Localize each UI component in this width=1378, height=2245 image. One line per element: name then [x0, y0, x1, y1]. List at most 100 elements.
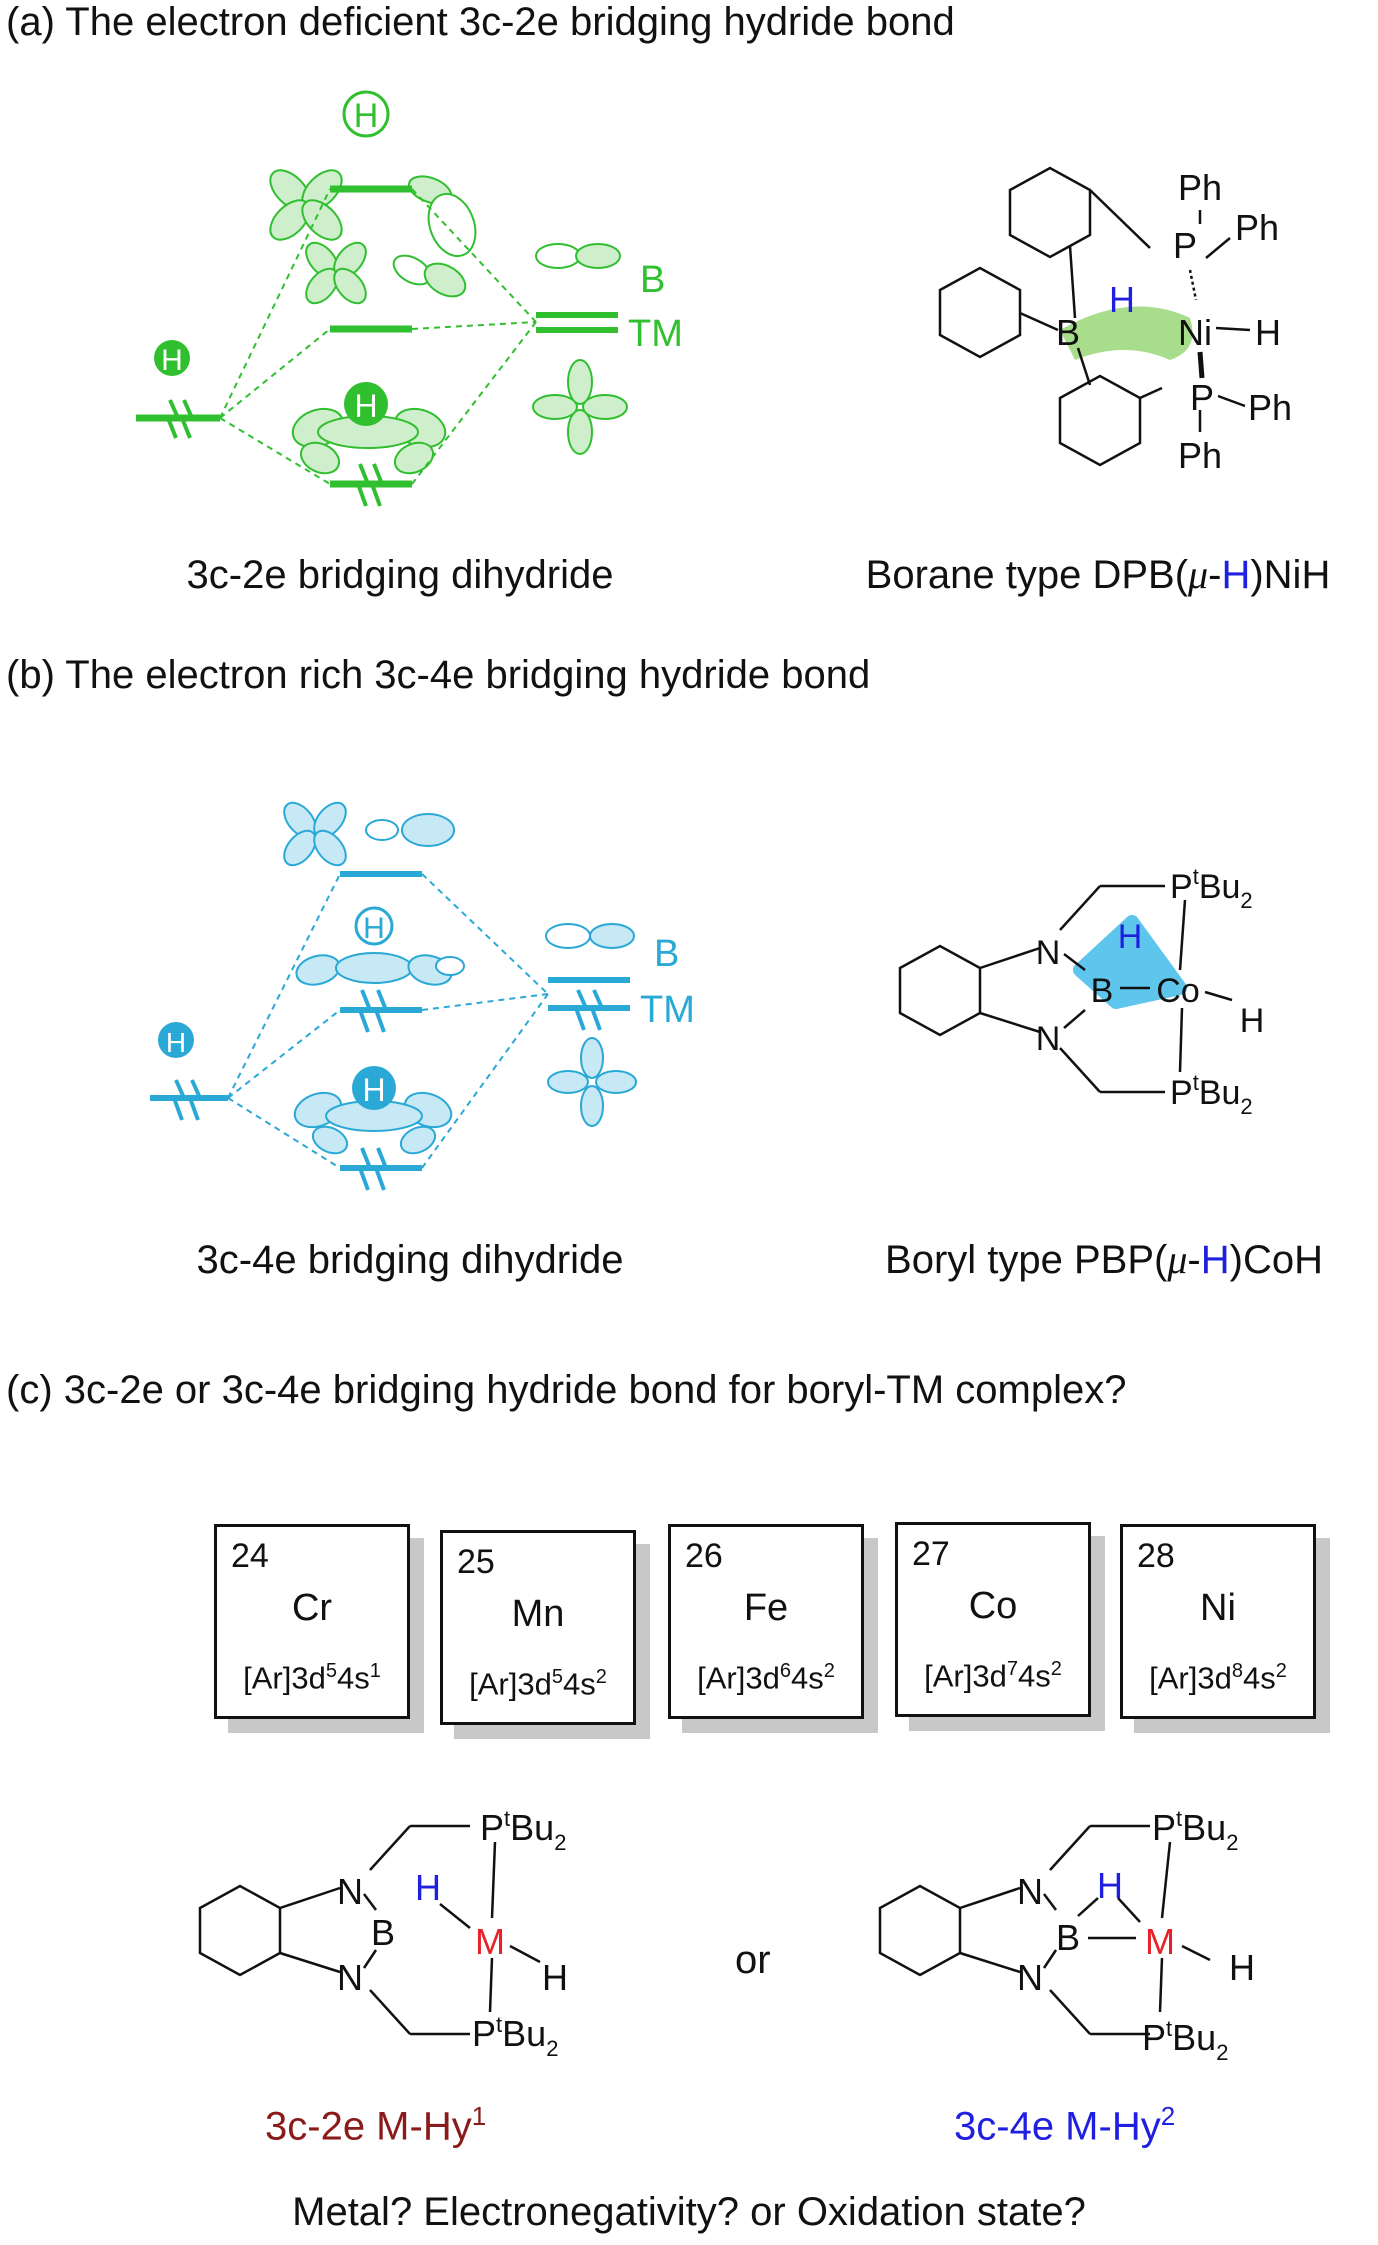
mo-label-tm-right: TM [640, 989, 695, 1031]
section-a-heading: (a) The electron deficient 3c-2e bridgin… [6, 0, 955, 44]
b-p-orbital-icon [535, 243, 621, 269]
hy2-label: 3c-4e M-Hy2 [954, 2103, 1175, 2146]
correlation-lines [219, 188, 537, 485]
atom-co: Co [1156, 972, 1199, 1010]
tm-d-orbital-icon [532, 359, 628, 455]
atom-m-hy1: M [475, 1921, 505, 1962]
phenyl-ring-top [1008, 166, 1092, 259]
electron-configuration: [Ar]3d54s1 [243, 1660, 381, 1696]
electron-configuration: [Ar]3d64s2 [697, 1660, 835, 1696]
electron-spin-up-b [357, 1147, 373, 1191]
mo-caption-3c4e: 3c-4e bridging dihydride [196, 1238, 624, 1282]
atom-h-terminal-b: H [1240, 1002, 1265, 1040]
atom-b-hy1: B [371, 1912, 395, 1953]
phenyl-ring-bottom [1058, 374, 1142, 467]
bonding-orbital-icon [291, 407, 447, 475]
electron-spin-down-nb [373, 989, 389, 1033]
element-symbol: Fe [743, 1587, 789, 1629]
atom-ph-3: Ph [1248, 387, 1292, 428]
electron-spin-down-h-b [187, 1079, 204, 1121]
hy1-structure: N N B H M H PtBu2 PtBu2 [198, 1806, 568, 2061]
section-b-heading: (b) The electron rich 3c-4e bridging hyd… [6, 653, 871, 697]
hy1-label: 3c-2e M-Hy1 [265, 2103, 486, 2146]
h-orbital-top [342, 90, 390, 138]
benzo-ring-b [898, 944, 982, 1037]
atom-ph-4: Ph [1178, 435, 1222, 476]
hy2-label-text: 3c-4e M-Hy [954, 2104, 1161, 2149]
element-symbol: Mn [511, 1593, 565, 1635]
borane-caption: Borane type DPB(μ-H)NiH [865, 552, 1331, 597]
bridge-highlight [1060, 306, 1193, 360]
borane-complex-structure: P Ph Ph B H Ni H P Ph Ph [938, 166, 1292, 476]
atom-p-bottom-hy2: PtBu2 [1142, 2016, 1228, 2065]
mo-label-h-bonding-b: H [362, 1072, 385, 1108]
element-symbol: Co [968, 1585, 1018, 1627]
atom-n-top-hy2: N [1017, 1871, 1043, 1912]
atomic-number: 26 [685, 1537, 723, 1575]
electron-spin-up-h-b [171, 1079, 188, 1121]
b-p-orbital-icon-b [545, 923, 635, 949]
atom-p-top-b: PtBu2 [1170, 864, 1253, 913]
d-orbital-icon-mid [305, 241, 367, 305]
atom-h-terminal-hy2: H [1229, 1947, 1255, 1988]
p-orbital-icon-top [407, 175, 477, 257]
antibonding-orbital-icon [283, 801, 455, 867]
electron-configuration: [Ar]3d54s2 [469, 1666, 607, 1702]
electron-spin-up [165, 399, 182, 439]
atom-p-bottom: P [1190, 377, 1214, 418]
electron-spin-down-bonding [369, 463, 385, 507]
atom-ph-2: Ph [1235, 207, 1279, 248]
hy2-structure: N N B H M H PtBu2 PtBu2 [878, 1806, 1255, 2065]
atom-ni: Ni [1178, 312, 1212, 353]
atom-b: B [1056, 312, 1080, 353]
atom-n-bottom-hy2: N [1017, 1957, 1043, 1998]
atom-h-bridge-hy1: H [415, 1867, 441, 1908]
atom-h-bridge-hy2: H [1097, 1865, 1123, 1906]
mo-diagram-3c2e: H [136, 90, 683, 507]
mo-label-b: B [640, 259, 665, 301]
atom-ph-1: Ph [1178, 167, 1222, 208]
atom-n-top-b: N [1036, 934, 1061, 972]
atom-m-hy2: M [1145, 1921, 1175, 1962]
electron-spin-up-bonding [355, 463, 371, 507]
mo-label-h-left-b: H [166, 1027, 186, 1058]
or-text: or [735, 1938, 771, 1982]
atom-p-top: P [1173, 225, 1197, 266]
element-symbol: Cr [291, 1587, 333, 1629]
element-symbol: Ni [1200, 1587, 1236, 1629]
d-orbital-icon-top [269, 169, 343, 241]
phenyl-ring-left [938, 266, 1022, 359]
atom-n-top-hy1: N [337, 1871, 363, 1912]
bonding-orbital-icon-b [293, 1091, 453, 1155]
atom-h-terminal: H [1255, 312, 1281, 353]
electron-configuration: [Ar]3d84s2 [1149, 1660, 1287, 1696]
mo-label-h-mid-b: H [363, 912, 385, 945]
hy1-label-sup: 1 [471, 2101, 487, 2131]
atom-h-bridge: H [1109, 279, 1135, 320]
mo-label-tm: TM [628, 313, 683, 355]
atomic-number: 28 [1137, 1537, 1175, 1575]
electron-configuration: [Ar]3d74s2 [924, 1658, 1062, 1694]
electron-spin-up-nb [357, 989, 373, 1033]
electron-spin-up-tm [573, 989, 590, 1031]
h-orbital-mid-b [354, 906, 394, 946]
hy2-label-sup: 2 [1160, 2101, 1176, 2131]
benzo-ring-hy1 [198, 1884, 282, 1977]
boryl-complex-structure: N N B H Co H PtBu2 PtBu2 [898, 864, 1265, 1119]
atom-p-bottom-hy1: PtBu2 [472, 2012, 558, 2061]
boryl-caption: Boryl type PBP(μ-H)CoH [885, 1237, 1323, 1282]
mo-label-h-left: H [161, 344, 183, 377]
h-orbital-bonding [344, 382, 388, 426]
tm-d-orbital-icon-b [547, 1037, 637, 1127]
atom-p-top-hy2: PtBu2 [1152, 1806, 1238, 1855]
atom-b-hy2: B [1056, 1917, 1080, 1958]
electron-spin-down-b [373, 1147, 389, 1191]
atom-n-bottom-hy1: N [337, 1957, 363, 1998]
mo-label-h-bonding: H [354, 388, 377, 424]
atomic-number: 24 [231, 1537, 269, 1575]
atomic-number: 25 [457, 1543, 495, 1581]
atom-p-top-hy1: PtBu2 [480, 1806, 566, 1855]
